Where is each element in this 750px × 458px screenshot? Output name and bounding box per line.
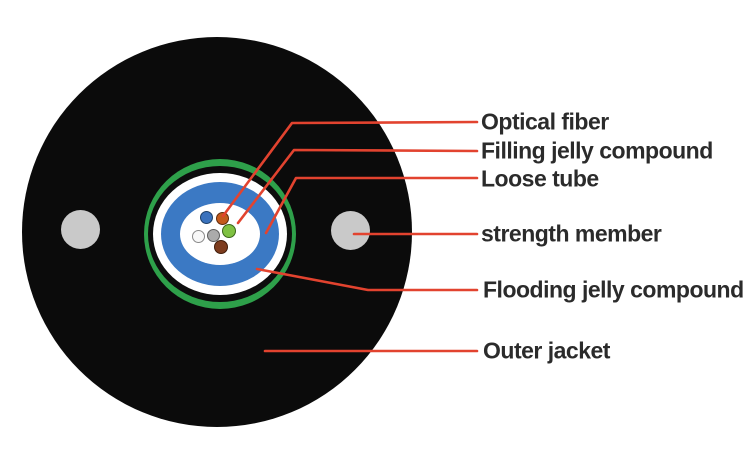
label-optical-fiber: Optical fiber xyxy=(481,108,609,135)
optical-fiber-blue xyxy=(199,210,213,224)
optical-fiber-brown xyxy=(213,240,228,254)
label-strength-member: strength member xyxy=(481,220,662,247)
label-filling-jelly-compound: Filling jelly compound xyxy=(481,137,713,164)
label-loose-tube: Loose tube xyxy=(481,165,599,192)
strength-member-left-circle xyxy=(61,210,100,249)
optical-fiber-green xyxy=(222,224,236,238)
label-outer-jacket: Outer jacket xyxy=(483,337,610,364)
label-flooding-jelly-compound: Flooding jelly compound xyxy=(483,276,744,303)
optical-fiber-white xyxy=(192,230,205,243)
strength-member-right-circle xyxy=(331,211,370,250)
optical-fiber-gray xyxy=(207,229,220,242)
optical-fiber-orange xyxy=(215,211,229,225)
